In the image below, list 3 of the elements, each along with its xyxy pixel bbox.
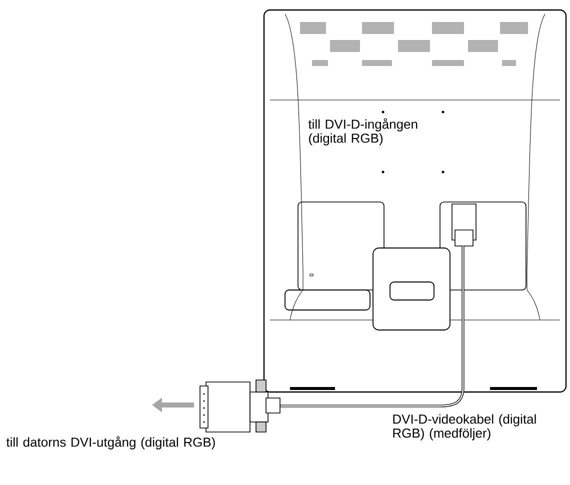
label: DVI-D-videokabel (digital RGB) (medföljer) [393, 414, 536, 440]
label: till DVI-D-ingången (digital RGB) [308, 118, 418, 146]
label: till datorns DVI-utgång (digital RGB) [6, 436, 215, 450]
